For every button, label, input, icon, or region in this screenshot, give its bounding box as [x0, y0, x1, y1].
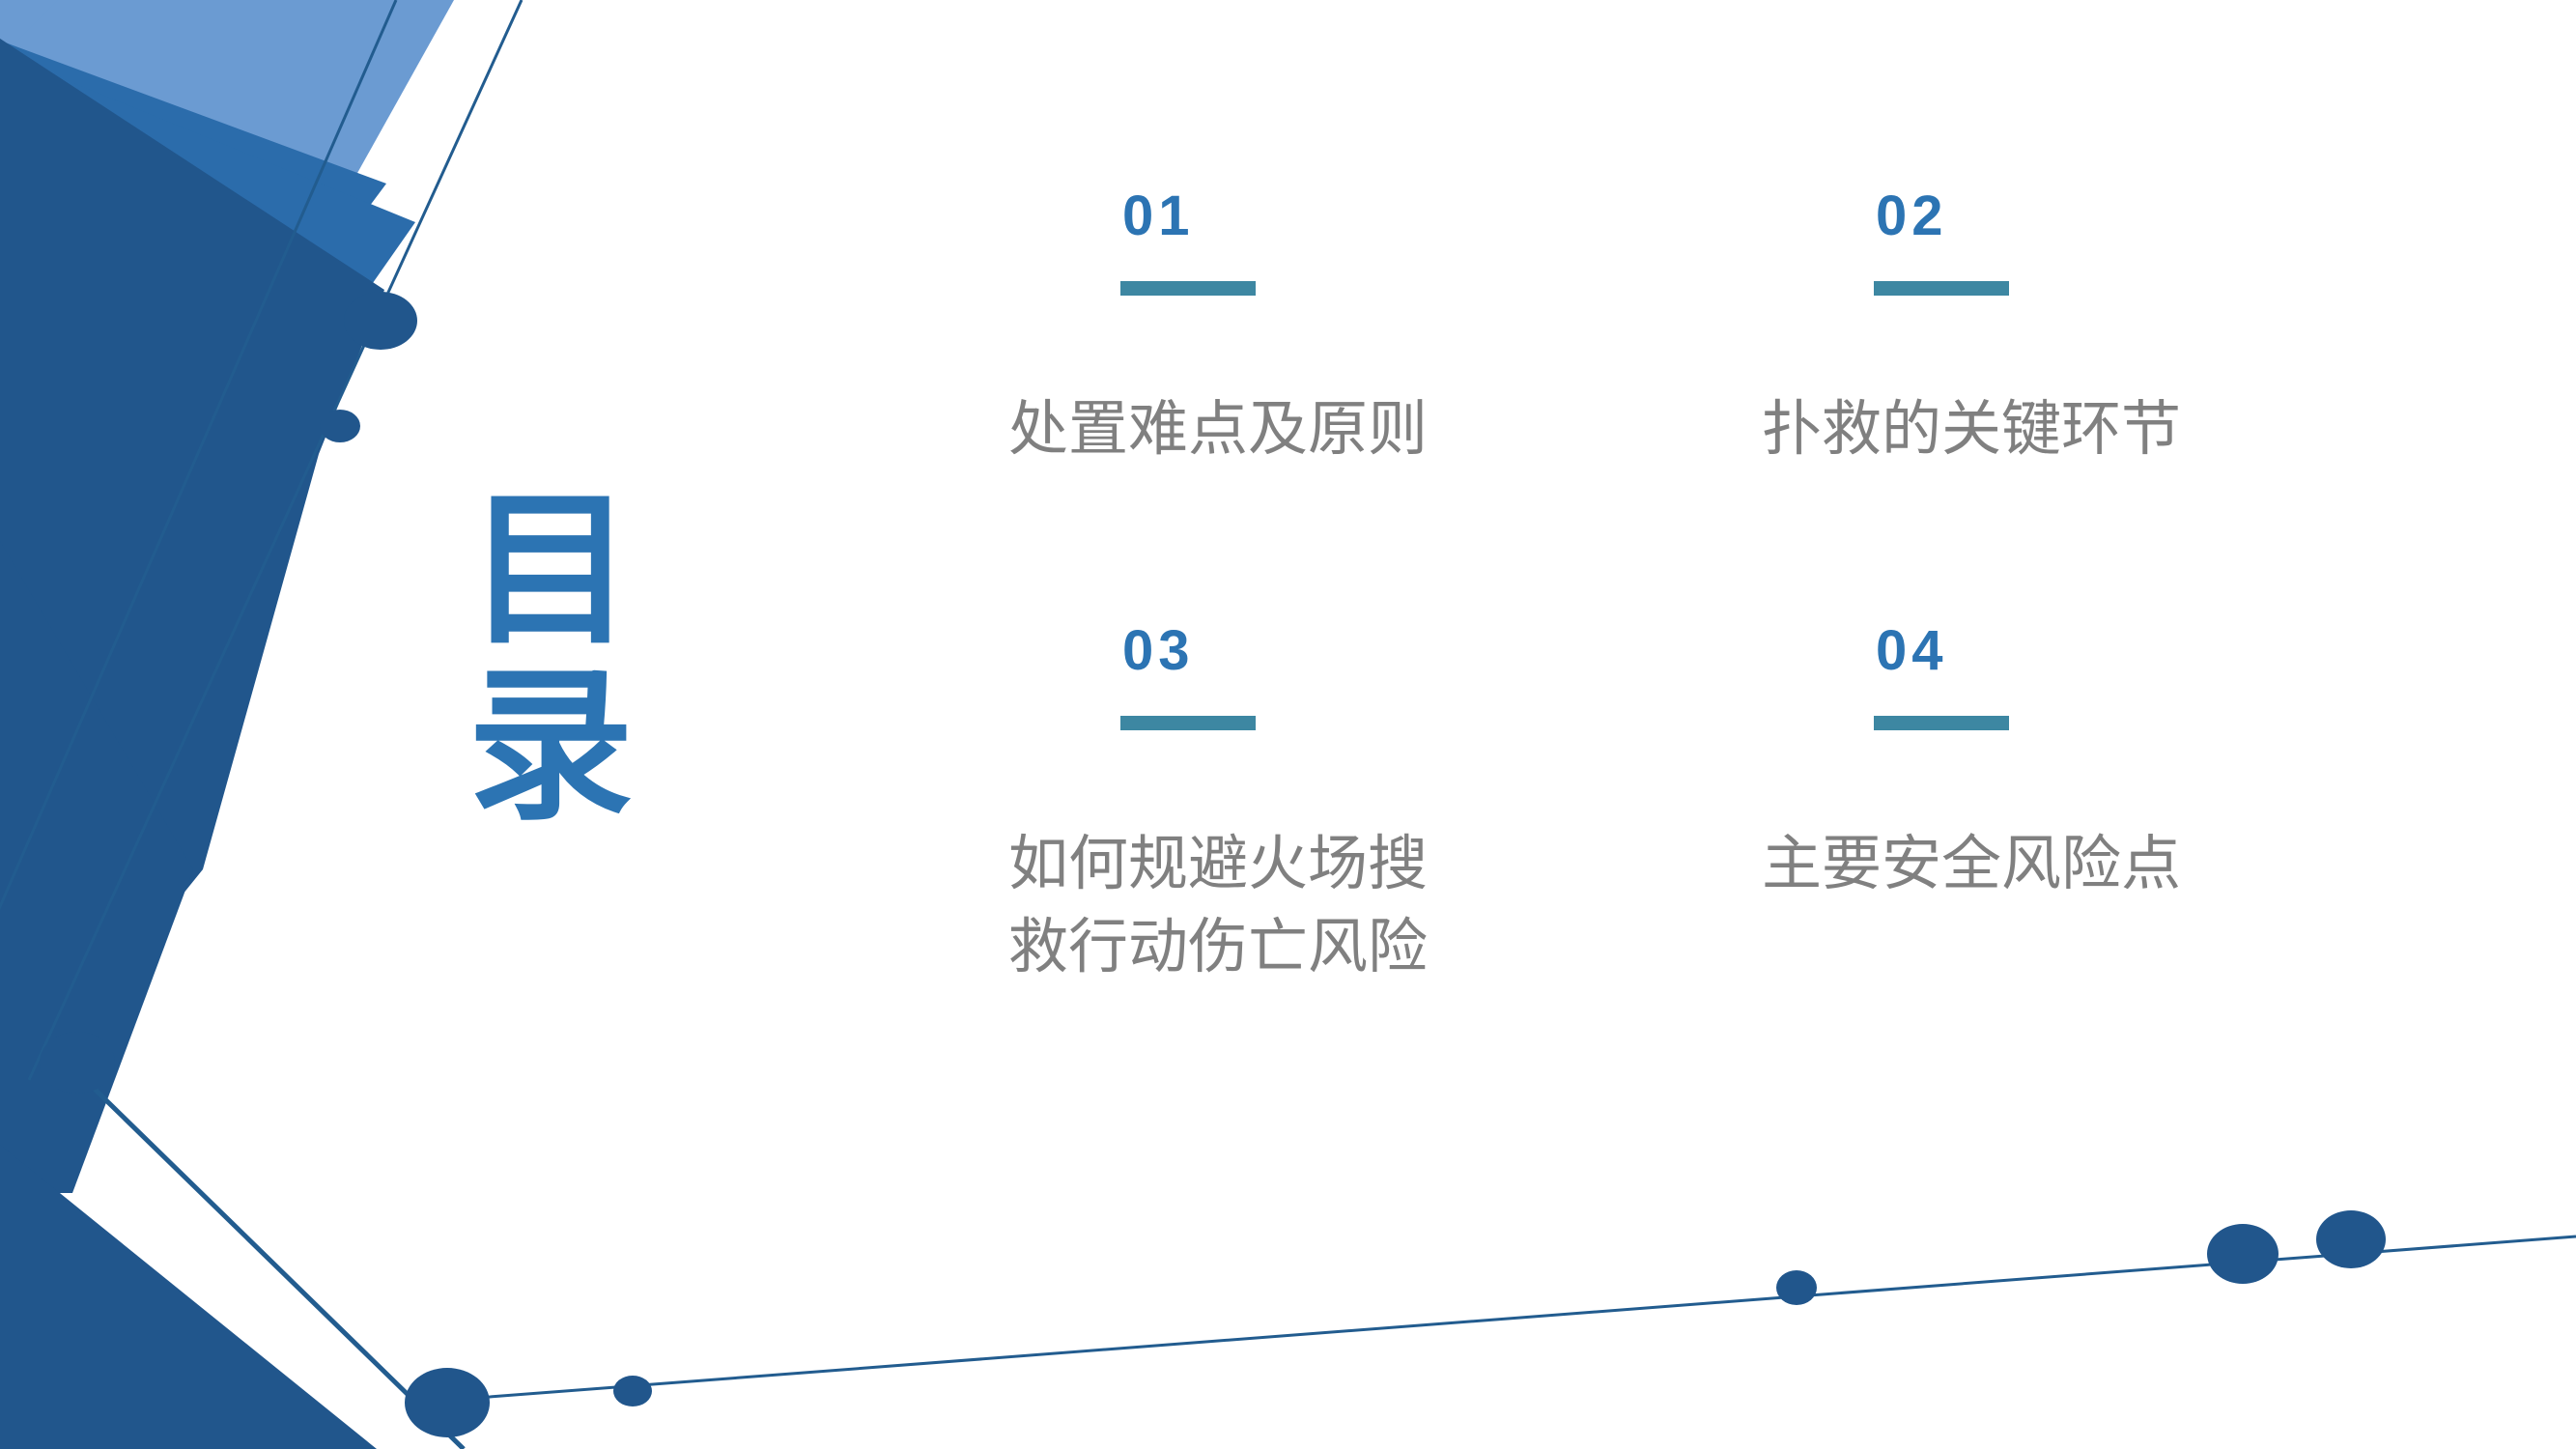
toc-number-04: 04: [1876, 619, 1948, 682]
toc-item-01[interactable]: 01 处置难点及原则: [947, 188, 1700, 623]
toc-grid: 01 处置难点及原则 02 扑救的关键环节 03 如何规避火场搜 救行动伤亡风险…: [947, 188, 2453, 1058]
wedge-dark-blue: [0, 39, 382, 415]
node-circle-2: [320, 410, 360, 442]
toc-item-02[interactable]: 02 扑救的关键环节: [1700, 188, 2453, 623]
node-circle-8: [2316, 1210, 2386, 1268]
toc-rule-01: [1120, 281, 1256, 296]
toc-label-01: 处置难点及原则: [1008, 396, 1429, 463]
toc-rule-03: [1120, 716, 1256, 730]
node-circle-5: [613, 1376, 652, 1406]
wedge-light-blue-large: [0, 0, 454, 290]
node-circle-3: [40, 1032, 115, 1094]
node-circle-1: [344, 292, 417, 350]
toc-number-02: 02: [1876, 185, 1948, 247]
connector-line-horizontal: [439, 1235, 2576, 1403]
connector-line-descending: [71, 1065, 466, 1449]
wedge-mid-blue: [0, 41, 386, 290]
node-circle-4: [405, 1368, 490, 1437]
connector-line-left-diagonal: [0, 0, 398, 911]
toc-number-03: 03: [1122, 619, 1195, 682]
toc-rule-04: [1874, 716, 2009, 730]
toc-item-04[interactable]: 04 主要安全风险点: [1700, 623, 2453, 1058]
left-navy-field-lower: [0, 541, 193, 1193]
corner-wedge-group: [0, 0, 454, 415]
wedge-light-blue: [0, 0, 425, 208]
bottom-left-navy-triangle: [0, 1145, 377, 1449]
toc-label-03: 如何规避火场搜 救行动伤亡风险: [1008, 831, 1429, 980]
toc-item-03[interactable]: 03 如何规避火场搜 救行动伤亡风险: [947, 623, 1700, 1058]
toc-rule-02: [1874, 281, 2009, 296]
node-circle-6: [1776, 1270, 1817, 1305]
page-title: 目 录: [467, 478, 634, 840]
wedge-mid-blue-lower: [0, 53, 415, 319]
toc-label-02: 扑救的关键环节: [1762, 396, 2182, 463]
node-circle-7: [2207, 1224, 2279, 1284]
toc-label-04: 主要安全风险点: [1762, 831, 2182, 897]
toc-number-01: 01: [1122, 185, 1195, 247]
left-navy-field: [0, 39, 384, 1121]
